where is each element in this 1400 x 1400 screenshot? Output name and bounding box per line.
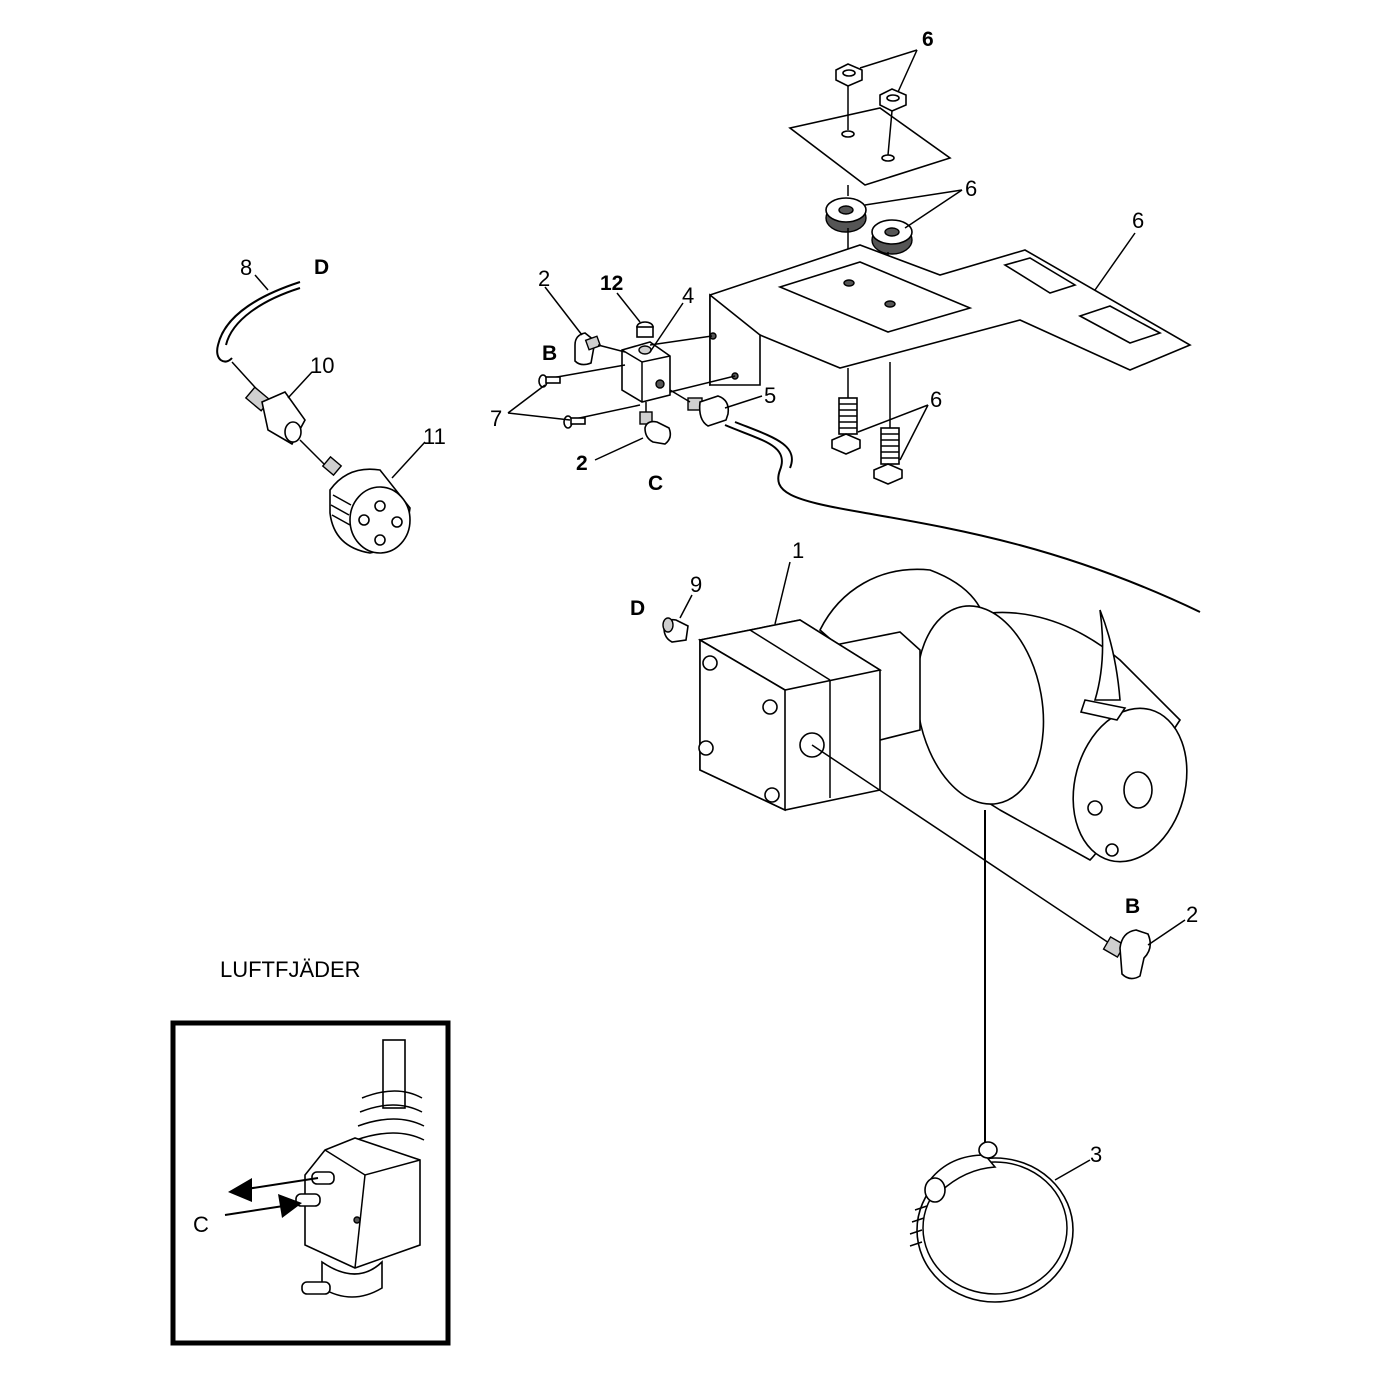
valve-bottom-nut	[321, 1260, 383, 1298]
rubber-bushing-right	[871, 219, 913, 255]
bracket-flange	[709, 293, 761, 386]
inset-air-spring	[170, 1020, 451, 1346]
callout-6b: 6	[965, 176, 977, 201]
pump-box-seam	[749, 629, 831, 681]
callout-2c: 2	[1186, 902, 1198, 927]
block-port	[655, 379, 665, 389]
clamp-screw	[924, 1177, 946, 1203]
bolt-right	[873, 427, 903, 485]
elbow-fitting-right	[1102, 929, 1152, 980]
callout-6a: 6	[922, 28, 934, 51]
end-cap-hole	[1123, 771, 1153, 809]
arrow-out-icon	[228, 1178, 252, 1202]
hose-8-edge	[225, 287, 301, 346]
connector-5	[687, 395, 730, 427]
callout-2b: 2	[576, 452, 588, 475]
letter-c-top: C	[648, 472, 663, 495]
box-screw	[762, 699, 778, 715]
fitting-10	[244, 386, 306, 446]
bracket-slot-3	[1077, 305, 1163, 344]
letter-b-right: B	[1125, 895, 1140, 918]
inset-title: LUFTFJÄDER	[220, 957, 361, 982]
arrow-in-icon	[278, 1194, 302, 1218]
assembly-axis	[669, 375, 736, 393]
assembly-axis	[649, 335, 713, 346]
valve-stem	[382, 1039, 406, 1109]
box-screw	[702, 655, 718, 671]
callout-11: 11	[423, 424, 446, 449]
end-cap-screw	[1105, 843, 1119, 857]
cable-5	[724, 424, 1201, 613]
cable-5-edge	[734, 421, 793, 469]
motor-pump-unit	[662, 568, 1188, 1150]
callout-9: 9	[690, 572, 702, 597]
callout-1: 1	[792, 538, 804, 563]
clamp-band-inner	[922, 1161, 1068, 1295]
rubber-bushing-left	[825, 197, 867, 233]
hex-nut-right	[879, 88, 907, 112]
callout-7: 7	[490, 406, 502, 431]
callout-8: 8	[240, 255, 252, 280]
left-sensor-assembly	[216, 281, 411, 554]
end-cap-screw	[1087, 800, 1103, 816]
mounting-bracket-assembly	[709, 63, 1192, 485]
sensor-11	[321, 455, 411, 554]
plug-12	[636, 321, 654, 355]
elbow-fitting-top	[574, 332, 602, 366]
callout-2a: 2	[538, 266, 550, 291]
callout-5: 5	[764, 383, 776, 408]
screw-upper	[538, 374, 561, 388]
bracket-slot-1	[777, 261, 973, 333]
plate-hole	[841, 130, 855, 138]
valve-thread	[355, 1090, 425, 1141]
assembly-axis	[669, 389, 691, 403]
clamp-band-outer	[916, 1157, 1074, 1303]
arrow-out-shaft	[239, 1177, 319, 1191]
bolt-axis	[887, 110, 893, 156]
hose-clamp	[909, 1141, 1074, 1303]
letter-d-mid: D	[630, 597, 645, 620]
bracket-slot-2	[1003, 257, 1077, 294]
hex-nut-left	[835, 63, 863, 87]
plug-9	[662, 617, 689, 643]
clamp-teeth	[909, 1205, 928, 1247]
pump-box-front	[699, 638, 786, 812]
callout-6d: 6	[930, 387, 942, 412]
elbow-fitting-bottom	[639, 411, 672, 445]
hose-8	[216, 281, 301, 363]
valve-hole	[353, 1216, 361, 1224]
clamp-screw-head	[978, 1141, 998, 1159]
callout-10: 10	[310, 353, 334, 378]
motor-strap	[1093, 609, 1121, 701]
bolt-left	[831, 397, 861, 455]
bracket-hole	[843, 279, 855, 287]
assembly-axis	[597, 344, 626, 353]
letter-d-top: D	[314, 256, 329, 279]
letter-b-top: B	[542, 342, 557, 365]
strap-clip	[1079, 699, 1127, 721]
box-screw	[698, 740, 714, 756]
callout-4: 4	[682, 283, 694, 308]
valve-bottom-pin	[301, 1281, 331, 1295]
arrow-in-shaft	[224, 1204, 291, 1216]
clamp-plate	[788, 107, 952, 186]
assembly-axis	[811, 744, 1113, 946]
labels: 6 6 6 6 2 12 4 B 5 7 2 C 8 D 10 11 1 9 D…	[193, 28, 1198, 1237]
letter-c-inset: C	[193, 1212, 209, 1237]
callout-6c: 6	[1132, 208, 1144, 233]
screw-lower	[563, 415, 586, 429]
valve-block-assembly	[538, 321, 1201, 613]
clamp-screw-housing	[928, 1154, 997, 1194]
box-screw	[764, 787, 780, 803]
bracket-hole	[884, 300, 896, 308]
callout-12: 12	[600, 272, 623, 295]
plate-hole	[881, 154, 895, 162]
leader-lines	[254, 49, 1186, 1181]
callout-3: 3	[1090, 1142, 1102, 1167]
